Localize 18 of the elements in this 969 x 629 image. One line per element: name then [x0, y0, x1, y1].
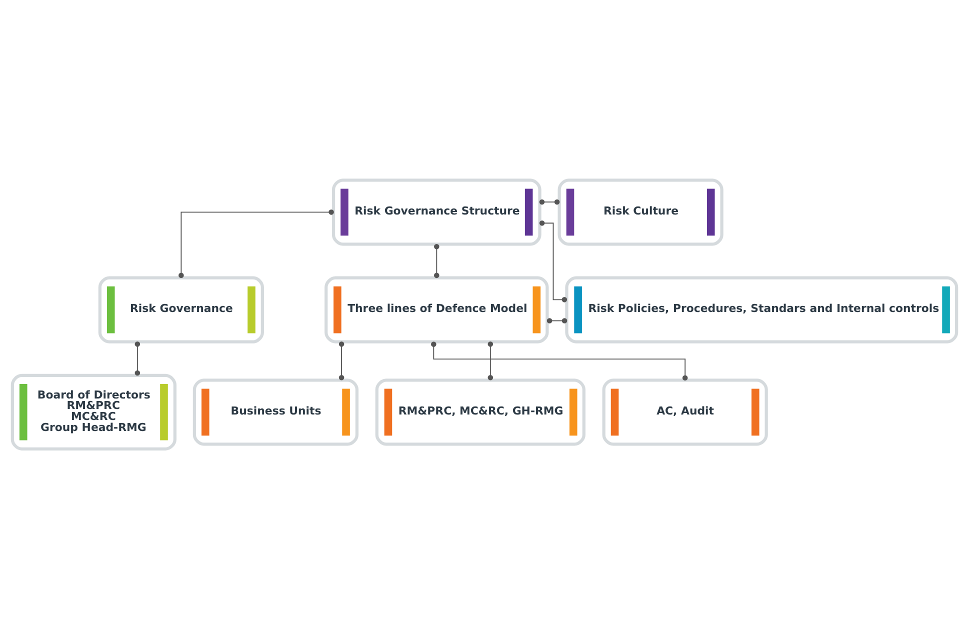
connector	[178, 210, 334, 278]
connector	[546, 318, 568, 324]
node-box: Risk Policies, Procedures, Standars and Internal controls	[565, 276, 958, 344]
connector	[134, 341, 140, 376]
connector	[539, 199, 560, 205]
node-box: Risk Governance	[98, 276, 264, 344]
connector	[431, 342, 688, 380]
node-box: Risk Culture	[558, 178, 724, 246]
node-box: AC, Audit	[602, 378, 768, 446]
node-box: RM&PRC, MC&RC, GH-RMG	[375, 378, 586, 446]
connector	[488, 341, 494, 380]
connector	[539, 220, 568, 302]
node-box: Board of Directors RM&PRC MC&RC Group Head-RMG	[10, 374, 176, 450]
node-box: Risk Governance Structure	[332, 178, 542, 246]
node-box: Business Units	[192, 378, 359, 446]
connector	[338, 341, 344, 380]
connector	[434, 244, 440, 278]
node-box: Three lines of Defence Model	[324, 276, 549, 344]
